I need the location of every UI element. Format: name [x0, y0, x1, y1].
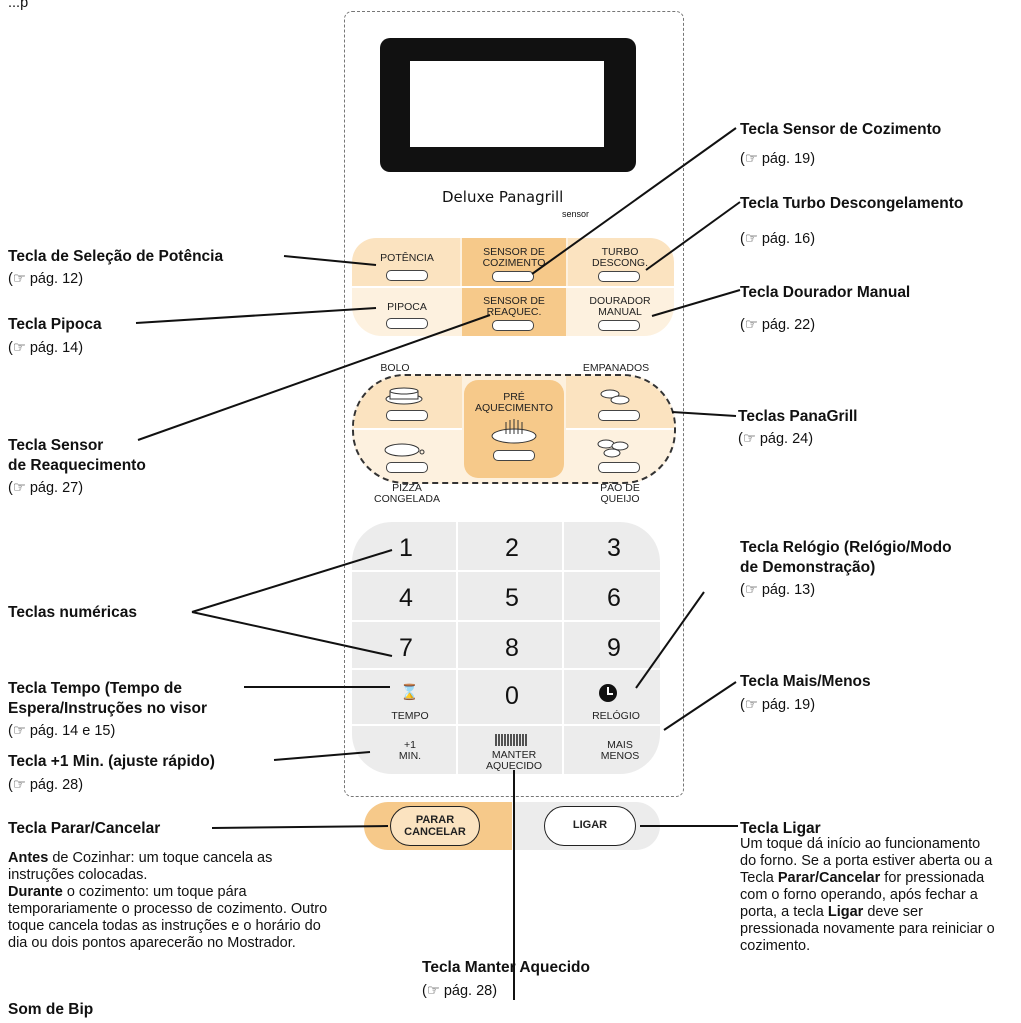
header-fragment: ...p [8, 0, 29, 11]
relogio-label: RELÓGIO [592, 710, 640, 722]
callout-relogio-title-2: de Demonstração) [740, 559, 876, 576]
dourador-label-2: MANUAL [598, 306, 642, 318]
callout-dourador-ref: (☞ pág. 22) [740, 317, 816, 333]
brand-sub: sensor [562, 209, 590, 219]
key-5[interactable]: 5 [505, 584, 519, 612]
hourglass-icon: ⌛ [400, 684, 419, 701]
sensor-cozimento-label-1: SENSOR DE [483, 246, 545, 258]
dourador-label-1: DOURADOR [589, 295, 651, 307]
key-3[interactable]: 3 [607, 534, 621, 562]
callout-sensor-reaquec-title-2: de Reaquecimento [8, 457, 146, 474]
callout-potencia-ref: (☞ pág. 12) [8, 271, 84, 287]
callout-ligar-title: Tecla Ligar [740, 820, 821, 837]
key-7[interactable]: 7 [399, 634, 413, 662]
turbo-label-2: DESCONG. [591, 257, 648, 269]
callout-panagrill-title: Teclas PanaGrill [738, 408, 858, 425]
pre-aquec-label-1: PRÉ [503, 391, 525, 403]
callout-relogio-title-1: Tecla Relógio (Relógio/Modo [740, 539, 952, 556]
display-frame [380, 38, 636, 172]
callout-manter-title: Tecla Manter Aquecido [422, 959, 590, 976]
callout-parar-antes: Antes de Cozinhar: um toque cancela as i… [8, 850, 273, 883]
pizza-label-2: CONGELADA [374, 493, 440, 505]
callout-relogio-ref: (☞ pág. 13) [740, 582, 816, 598]
pipoca-label: PIPOCA [387, 301, 427, 313]
cake-icon [385, 387, 423, 405]
key-1[interactable]: 1 [399, 534, 413, 562]
brand-logo: Deluxe Panagrill [442, 188, 564, 206]
plus1-label-1: +1 [404, 739, 416, 751]
callout-parar-title: Tecla Parar/Cancelar [8, 820, 161, 837]
callout-sensor-cozimento-title: Tecla Sensor de Cozimento [740, 121, 942, 138]
key-4[interactable]: 4 [399, 584, 413, 612]
pizza-icon [384, 443, 425, 457]
callout-dourador-title: Tecla Dourador Manual [740, 284, 911, 301]
potencia-label: POTÊNCIA [380, 252, 434, 264]
callout-plus1-ref: (☞ pág. 28) [8, 777, 84, 793]
key-0[interactable]: 0 [505, 682, 519, 710]
bolo-label: BOLO [380, 362, 410, 374]
clock-icon [599, 684, 617, 702]
tempo-label: TEMPO [391, 710, 429, 722]
callout-numericas-title: Teclas numéricas [8, 604, 137, 621]
pao-label-1: PÃO DE [600, 482, 640, 494]
key-6[interactable]: 6 [607, 584, 621, 612]
callout-potencia-title: Tecla de Seleção de Potência [8, 248, 224, 265]
ligar-button[interactable]: LIGAR [544, 806, 636, 846]
menos-label: MENOS [600, 750, 640, 762]
callout-tempo-title-2: Espera/Instruções no visor [8, 700, 207, 717]
callout-mais-menos-title: Tecla Mais/Menos [740, 673, 871, 690]
sensor-reaquec-label-2: REAQUEC. [486, 306, 542, 318]
pao-label-2: QUEIJO [600, 493, 640, 505]
callout-tempo-ref: (☞ pág. 14 e 15) [8, 723, 116, 739]
callout-sensor-reaquec-ref: (☞ pág. 27) [8, 480, 84, 496]
key-9[interactable]: 9 [607, 634, 621, 662]
sensor-cozimento-label-2: COZIMENTO [482, 257, 546, 269]
breaded-food-icon [600, 389, 630, 405]
plus1-label-2: MIN. [398, 750, 422, 762]
callout-pipoca-title: Tecla Pipoca [8, 316, 102, 333]
manter-label-2: AQUECIDO [485, 760, 542, 772]
pizza-label-1: PIZZA [392, 482, 422, 494]
callout-turbo-ref: (☞ pág. 16) [740, 231, 816, 247]
callout-ligar-text: Um toque dá início ao funcionamento do f… [740, 836, 995, 954]
callout-plus1-title: Tecla +1 Min. (ajuste rápido) [8, 753, 215, 770]
callout-som-title: Som de Bip [8, 1001, 94, 1018]
manter-label-1: MANTER [491, 749, 537, 761]
heat-bars-icon [495, 734, 527, 746]
ligar-label: LIGAR [572, 819, 608, 831]
callout-panagrill-ref: (☞ pág. 24) [738, 431, 814, 447]
callout-turbo-title: Tecla Turbo Descongelamento [740, 195, 964, 212]
turbo-label-1: TURBO [601, 246, 639, 258]
callout-sensor-cozimento-ref: (☞ pág. 19) [740, 151, 816, 167]
callout-tempo-title-1: Tecla Tempo (Tempo de [8, 680, 182, 697]
cancelar-label: CANCELAR [404, 826, 466, 838]
callout-parar-durante: Durante o cozimento: um toque pára tempo… [8, 884, 328, 951]
callout-mais-menos-ref: (☞ pág. 19) [740, 697, 816, 713]
numpad-bg [352, 522, 660, 774]
grill-heat-icon [491, 419, 537, 444]
display-screen [410, 61, 604, 147]
parar-cancelar-button[interactable]: PARAR CANCELAR [390, 806, 480, 846]
pre-aquec-label-2: AQUECIMENTO [475, 402, 553, 414]
mais-label: MAIS [607, 739, 633, 751]
parar-label: PARAR [415, 814, 455, 826]
key-8[interactable]: 8 [505, 634, 519, 662]
cheese-bread-icon [597, 439, 629, 458]
callout-manter-ref: (☞ pág. 28) [422, 983, 498, 999]
empanados-label: EMPANADOS [582, 362, 650, 374]
key-2[interactable]: 2 [505, 534, 519, 562]
sensor-reaquec-label-1: SENSOR DE [483, 295, 545, 307]
callout-sensor-reaquec-title-1: Tecla Sensor [8, 437, 104, 454]
callout-pipoca-ref: (☞ pág. 14) [8, 340, 84, 356]
